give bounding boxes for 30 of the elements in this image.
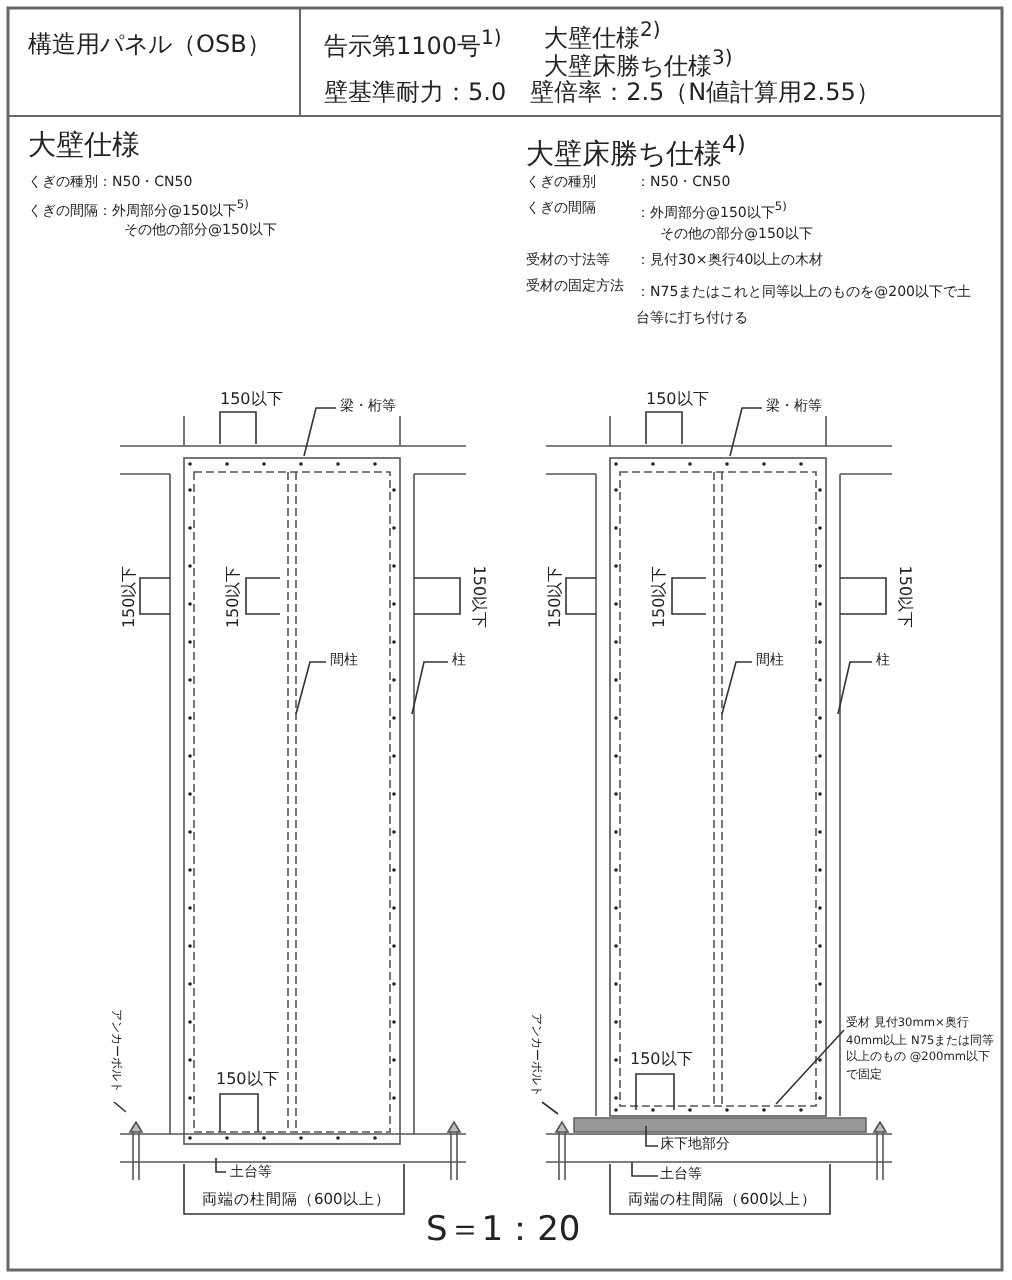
leader-line [411,661,449,715]
leader-line [541,1101,559,1115]
dimension-value: 150以下 [652,565,671,629]
dimension-value: 150以下 [894,565,913,629]
leader-line [113,1101,127,1113]
dimension-value: 150以下 [122,565,141,629]
dimension-value: 150以下 [646,392,709,410]
leader-line [729,407,763,457]
dimension-value: 150以下 [468,565,487,629]
dimension-value: 150以下 [630,1052,693,1070]
leader-line [645,1125,659,1147]
dimension-value: 150以下 [548,565,567,629]
leader-line [215,1157,227,1173]
leader-line [721,661,753,715]
leader-line [775,1029,845,1105]
strength-text: 壁基準耐力：5.0 壁倍率：2.5（N値計算用2.55） [324,80,880,107]
notice-number-text: 告示第1100号$^{1)}$ [324,28,502,61]
panel-type-text: 構造用パネル（OSB） [28,32,271,59]
spec-name-text: 大壁仕様$^{2)}$ [544,20,661,53]
leader-line [631,1161,659,1177]
leader-line [837,661,873,715]
dimension-value: 150以下 [226,565,245,629]
section-heading: 大壁仕様 [28,132,140,163]
dimension-value: 150以下 [220,392,283,410]
leader-line [303,407,337,457]
leader-line [295,661,327,715]
dimension-value: 150以下 [216,1072,279,1090]
spec-name-text: 大壁床勝ち仕様$^{3)}$ [544,48,733,80]
section-heading: 大壁床勝ち仕様$^{4)}$ [526,132,746,173]
scale-text: S＝1：20 [426,1212,581,1250]
